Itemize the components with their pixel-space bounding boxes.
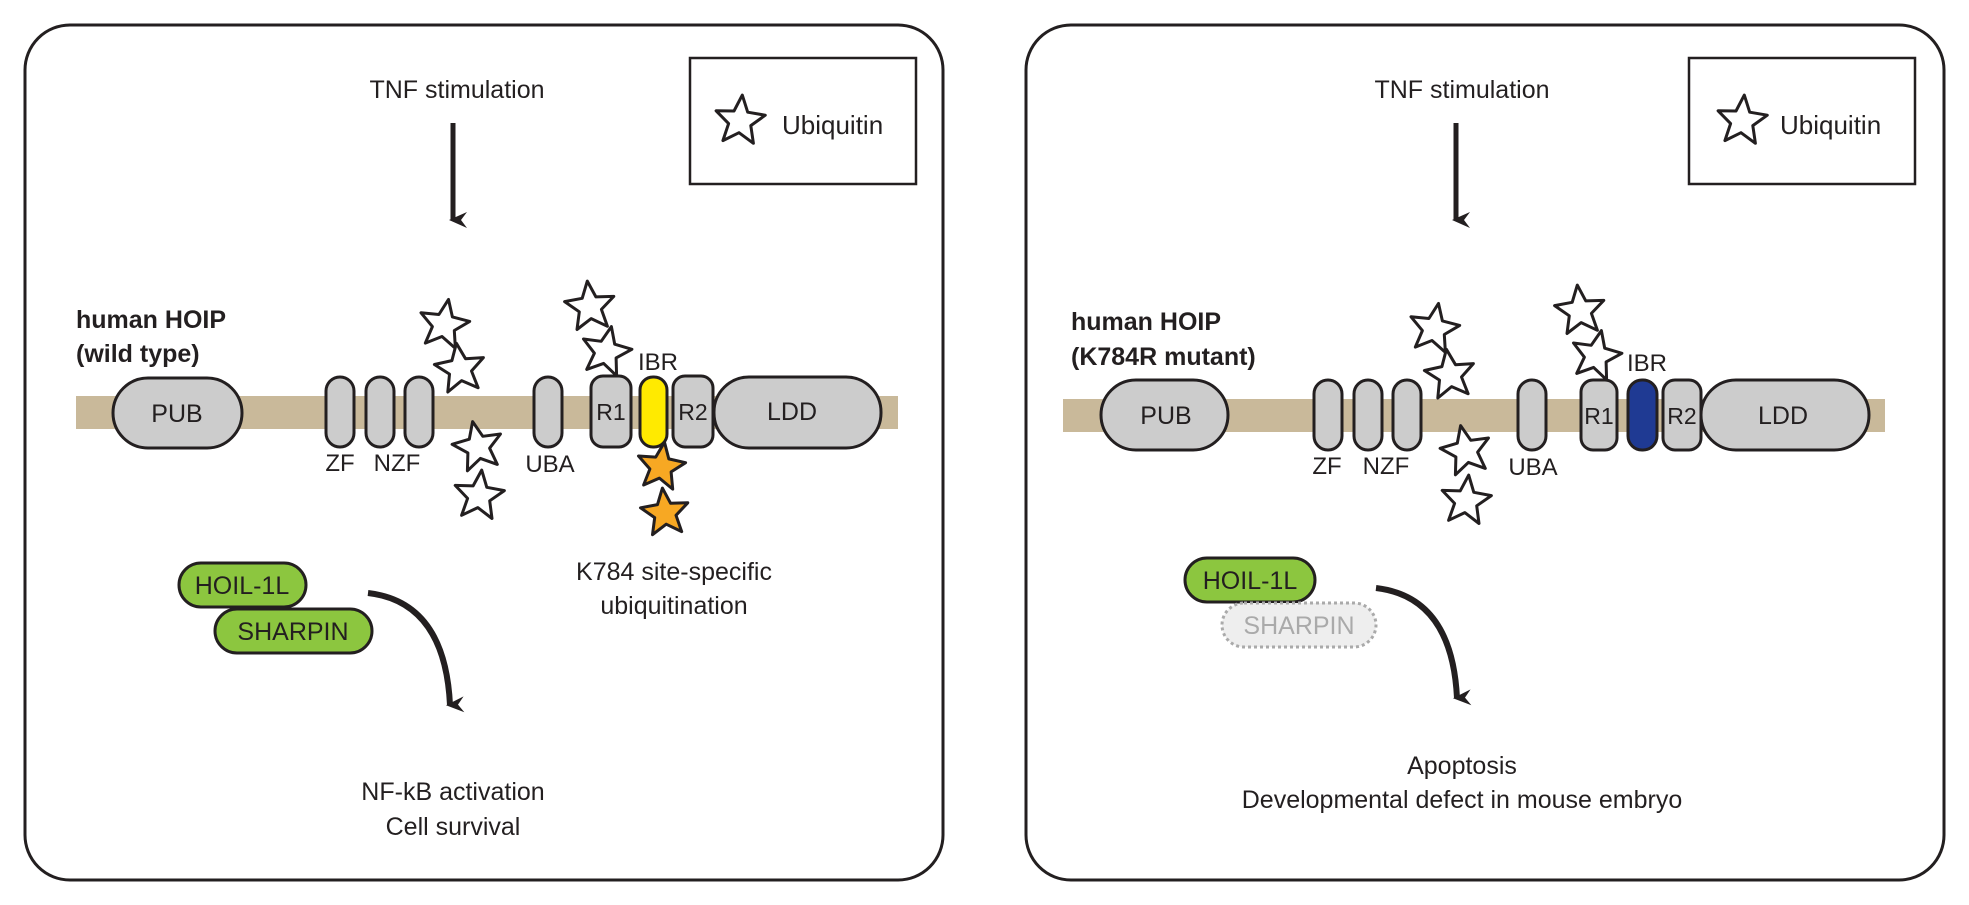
nzf-label: NZF bbox=[1363, 453, 1410, 480]
nzf-domain-1 bbox=[364, 375, 396, 449]
r1-domain bbox=[1579, 378, 1619, 452]
ubiquitin-icon bbox=[450, 420, 502, 473]
ubiquitin-icon bbox=[1422, 347, 1475, 400]
ubiquitin-icon bbox=[1553, 283, 1606, 335]
ubiquitin-icon bbox=[432, 341, 485, 394]
r1-label: R1 bbox=[1584, 403, 1613, 429]
ibr-label: IBR bbox=[1627, 350, 1667, 377]
r1-domain bbox=[589, 374, 633, 449]
ubiquitin-icon bbox=[1409, 301, 1462, 354]
outcome-line1: NF-kB activation bbox=[361, 778, 544, 806]
legend-box: Ubiquitin bbox=[1687, 56, 1917, 186]
nzf-domain-2 bbox=[403, 375, 435, 449]
ldd-domain bbox=[712, 375, 883, 450]
stimulus-label: TNF stimulation bbox=[1374, 76, 1549, 104]
nzf-domain-1 bbox=[1352, 378, 1384, 452]
uba-domain bbox=[1516, 378, 1548, 452]
ibr-label: IBR bbox=[638, 349, 678, 376]
pub-domain bbox=[1099, 378, 1230, 452]
ibr-domain bbox=[1626, 378, 1659, 452]
ubiquitin-legend-icon bbox=[1716, 93, 1769, 145]
pub-label: PUB bbox=[151, 400, 202, 428]
hoil-1l-label: HOIL-1L bbox=[195, 572, 290, 600]
sharpin-box-missing bbox=[1220, 601, 1378, 649]
ubiquitin-specific-icon bbox=[637, 440, 688, 491]
sharpin-label: SHARPIN bbox=[237, 618, 348, 646]
hoil-1l-box bbox=[177, 561, 308, 609]
protein-name-line2: (K784R mutant) bbox=[1071, 343, 1256, 371]
hoil-1l-label: HOIL-1L bbox=[1203, 567, 1298, 595]
panel-frame bbox=[1024, 23, 1946, 882]
ubiquitin-icon bbox=[419, 297, 472, 350]
pub-domain bbox=[111, 376, 244, 450]
uba-label: UBA bbox=[525, 451, 574, 478]
ubiquitin-icon bbox=[1438, 424, 1490, 477]
protein-name-line1: human HOIP bbox=[76, 306, 226, 334]
ubiquitin-icon bbox=[453, 468, 506, 520]
legend-label: Ubiquitin bbox=[782, 110, 883, 140]
nzf-label: NZF bbox=[374, 450, 421, 477]
ldd-domain bbox=[1699, 378, 1871, 452]
r2-label: R2 bbox=[1667, 403, 1696, 429]
ubiquitin-legend-icon bbox=[714, 93, 767, 145]
protein-name-line2: (wild type) bbox=[76, 340, 200, 368]
zf-domain bbox=[324, 375, 356, 449]
ubiquitin-icon bbox=[563, 279, 616, 331]
uba-label: UBA bbox=[1508, 454, 1557, 481]
legend-label: Ubiquitin bbox=[1780, 110, 1881, 140]
signal-arrow bbox=[1375, 585, 1472, 706]
panel-k784r-mutant: Ubiquitin TNF stimulation human HOIP (K7… bbox=[1024, 23, 1946, 882]
panel-wild-type: Ubiquitin TNF stimulation human HOIP (wi… bbox=[23, 23, 945, 882]
uba-domain bbox=[532, 375, 564, 449]
signal-arrow bbox=[367, 590, 465, 713]
zf-domain bbox=[1312, 378, 1344, 452]
panel-frame bbox=[23, 23, 945, 882]
site-note-line1: K784 site-specific bbox=[576, 558, 772, 586]
nzf-domain-2 bbox=[1391, 378, 1423, 452]
r1-label: R1 bbox=[596, 399, 625, 425]
ubiquitin-icon bbox=[582, 325, 634, 378]
sharpin-box bbox=[213, 607, 374, 655]
ubiquitin-specific-icon bbox=[639, 486, 690, 537]
pub-label: PUB bbox=[1140, 402, 1191, 430]
ldd-label: LDD bbox=[1758, 402, 1808, 430]
ibr-domain bbox=[638, 375, 669, 449]
protein-name-line1: human HOIP bbox=[1071, 308, 1221, 336]
legend-box: Ubiquitin bbox=[688, 56, 918, 186]
outcome-line2: Developmental defect in mouse embryo bbox=[1242, 786, 1683, 814]
zf-label: ZF bbox=[325, 450, 354, 477]
ldd-label: LDD bbox=[767, 398, 817, 426]
ubiquitin-icon bbox=[1440, 473, 1493, 525]
sharpin-label-missing: SHARPIN bbox=[1243, 612, 1354, 640]
stimulus-label: TNF stimulation bbox=[369, 76, 544, 104]
ubiquitin-icon bbox=[1572, 329, 1624, 382]
site-note-line2: ubiquitination bbox=[600, 592, 747, 620]
outcome-line1: Apoptosis bbox=[1407, 752, 1517, 780]
zf-label: ZF bbox=[1312, 453, 1341, 480]
outcome-line2: Cell survival bbox=[386, 813, 521, 841]
r2-label: R2 bbox=[678, 399, 707, 425]
